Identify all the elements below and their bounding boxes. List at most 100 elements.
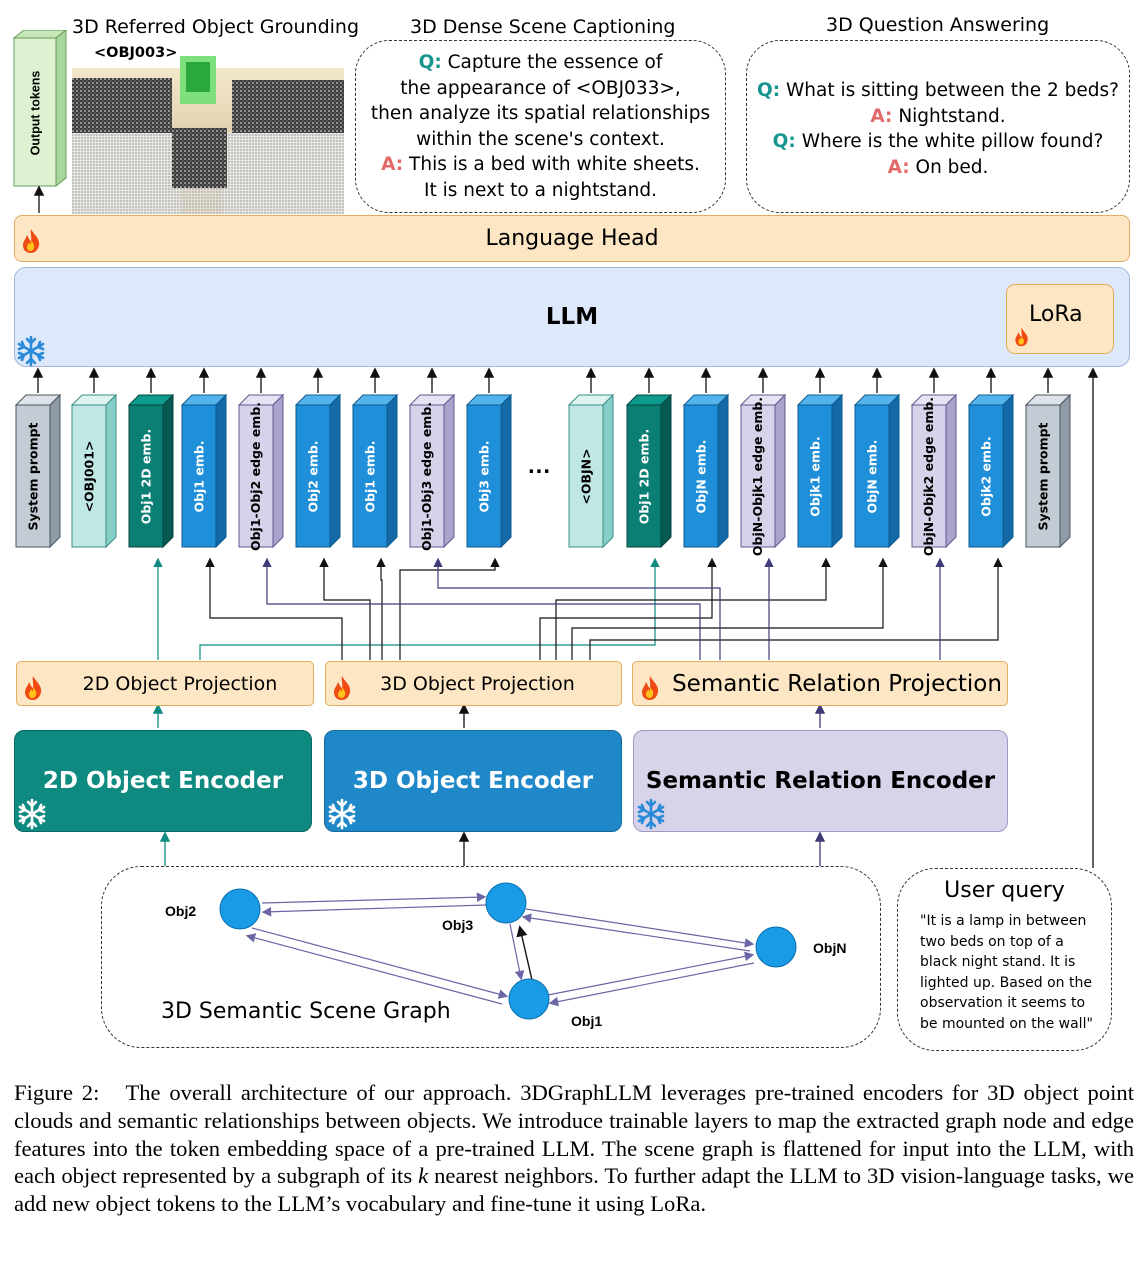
encoder-3d: 3D Object Encoder	[324, 730, 622, 832]
routing-line	[555, 557, 831, 660]
routing-line	[571, 557, 888, 660]
grounding-title: 3D Referred Object Grounding	[72, 16, 360, 38]
snowflake-icon	[17, 335, 45, 367]
caption-a-prefix: A:	[381, 154, 404, 175]
token-block	[910, 393, 958, 549]
qa-a1: Nightstand.	[898, 105, 1006, 127]
qa-a1-prefix: A:	[870, 105, 893, 127]
token-block	[408, 393, 456, 549]
routing-line	[589, 557, 1003, 660]
projection-3d-label: 3D Object Projection	[380, 672, 575, 695]
projection-semantic: Semantic Relation Projection	[632, 661, 1008, 706]
caption-a-line2: It is next to a nightstand.	[424, 179, 657, 201]
caption-q-line2: the appearance of <OBJ033>,	[400, 77, 681, 99]
lora-label: LoRa	[1029, 302, 1083, 327]
encoder-2d-label: 2D Object Encoder	[42, 768, 284, 794]
caption-q-line3: then analyze its spatial relationships	[370, 103, 711, 124]
projection-2d: 2D Object Projection	[16, 661, 314, 706]
snowflake-icon	[637, 798, 665, 830]
encoder-2d: 2D Object Encoder	[14, 730, 312, 832]
routing-line	[376, 557, 386, 660]
caption-k: k	[418, 1163, 429, 1189]
object-tag: <OBJ003>	[92, 45, 180, 61]
token-block	[127, 393, 175, 549]
llm-title: LLM	[545, 304, 599, 330]
scene-point-cloud-image: <OBJ003>	[72, 38, 344, 214]
node-label-obj1: Obj1	[571, 1013, 603, 1029]
token-block	[739, 393, 787, 549]
caption-label: Figure 2:	[14, 1080, 100, 1105]
llm-block: LLM LoRa	[14, 267, 1130, 367]
token-block	[351, 393, 399, 549]
token-block	[180, 393, 228, 549]
token-block	[625, 393, 673, 549]
scene-graph-box	[101, 866, 881, 1048]
qa-q2-prefix: Q:	[772, 131, 796, 152]
routing-line	[205, 557, 343, 660]
graph-node-obj2	[219, 888, 261, 930]
qa-q1-prefix: Q:	[756, 80, 781, 101]
routing-line	[433, 557, 721, 660]
encoder-semantic-label: Semantic Relation Encoder	[645, 768, 996, 794]
token-block	[796, 393, 844, 549]
fire-icon	[642, 676, 659, 700]
token-block	[1024, 393, 1072, 549]
routing-line	[399, 557, 500, 660]
graph-node-objn	[755, 926, 797, 968]
snowflake-icon	[328, 798, 356, 830]
captioning-title: 3D Dense Scene Captioning	[410, 16, 676, 38]
routing-line	[199, 557, 660, 660]
routing-line	[539, 557, 717, 660]
fire-icon	[25, 676, 42, 700]
token-ellipsis: ...	[528, 452, 552, 479]
qa-a2-prefix: A:	[887, 156, 910, 178]
token-block	[853, 393, 901, 549]
token-block	[14, 393, 62, 549]
output-tokens-box	[12, 30, 67, 188]
encoder-semantic: Semantic Relation Encoder	[633, 730, 1008, 832]
projection-2d-label: 2D Object Projection	[82, 672, 278, 695]
caption-q-line4: within the scene's context.	[416, 128, 665, 150]
figure-caption: Figure 2: The overall architecture of ou…	[14, 1079, 1134, 1218]
node-label-obj2: Obj2	[165, 903, 197, 919]
qa-a2: On bed.	[915, 156, 989, 178]
node-label-obj3: Obj3	[442, 917, 474, 933]
user-query-bubble: User query "It is a lamp in between two …	[897, 868, 1112, 1051]
captioning-bubble: Q: Capture the essence of the appearance…	[355, 40, 726, 213]
qa-q1: What is sitting between the 2 beds?	[785, 80, 1120, 101]
token-block	[237, 393, 285, 549]
routing-line	[319, 557, 371, 660]
scene-graph-title: 3D Semantic Scene Graph	[161, 999, 451, 1024]
caption-q-prefix: Q:	[418, 52, 442, 73]
token-block	[465, 393, 513, 549]
caption-q-line1: Capture the essence of	[447, 52, 663, 73]
qa-bubble: Q: What is sitting between the 2 beds? A…	[746, 40, 1130, 213]
qa-q2: Where is the white pillow found?	[801, 131, 1104, 152]
graph-node-obj3	[485, 882, 527, 924]
graph-node-obj1	[508, 978, 550, 1020]
caption-text-a: The overall architecture of our approach…	[14, 1080, 1134, 1189]
caption-text-b: nearest neighbors. To further adapt the …	[14, 1163, 1135, 1217]
routing-line	[262, 557, 701, 660]
fire-icon	[334, 676, 351, 700]
token-block	[967, 393, 1015, 549]
projection-semantic-label: Semantic Relation Projection	[672, 670, 1002, 697]
snowflake-icon	[18, 798, 46, 830]
user-query-title: User query	[944, 878, 1065, 903]
user-query-text: "It is a lamp in between two beds on top…	[920, 913, 1093, 1032]
token-block	[70, 393, 118, 549]
fire-icon	[1015, 327, 1028, 347]
token-block	[294, 393, 342, 549]
fire-icon	[23, 229, 40, 253]
token-block	[567, 393, 615, 549]
language-head: Language Head	[14, 215, 1130, 262]
encoder-3d-label: 3D Object Encoder	[352, 768, 594, 794]
language-head-label: Language Head	[485, 226, 659, 251]
token-block	[682, 393, 730, 549]
qa-title: 3D Question Answering	[826, 14, 1050, 36]
node-label-objn: ObjN	[813, 940, 847, 956]
caption-a-line1: This is a bed with white sheets.	[409, 154, 700, 175]
projection-3d: 3D Object Projection	[325, 661, 622, 706]
